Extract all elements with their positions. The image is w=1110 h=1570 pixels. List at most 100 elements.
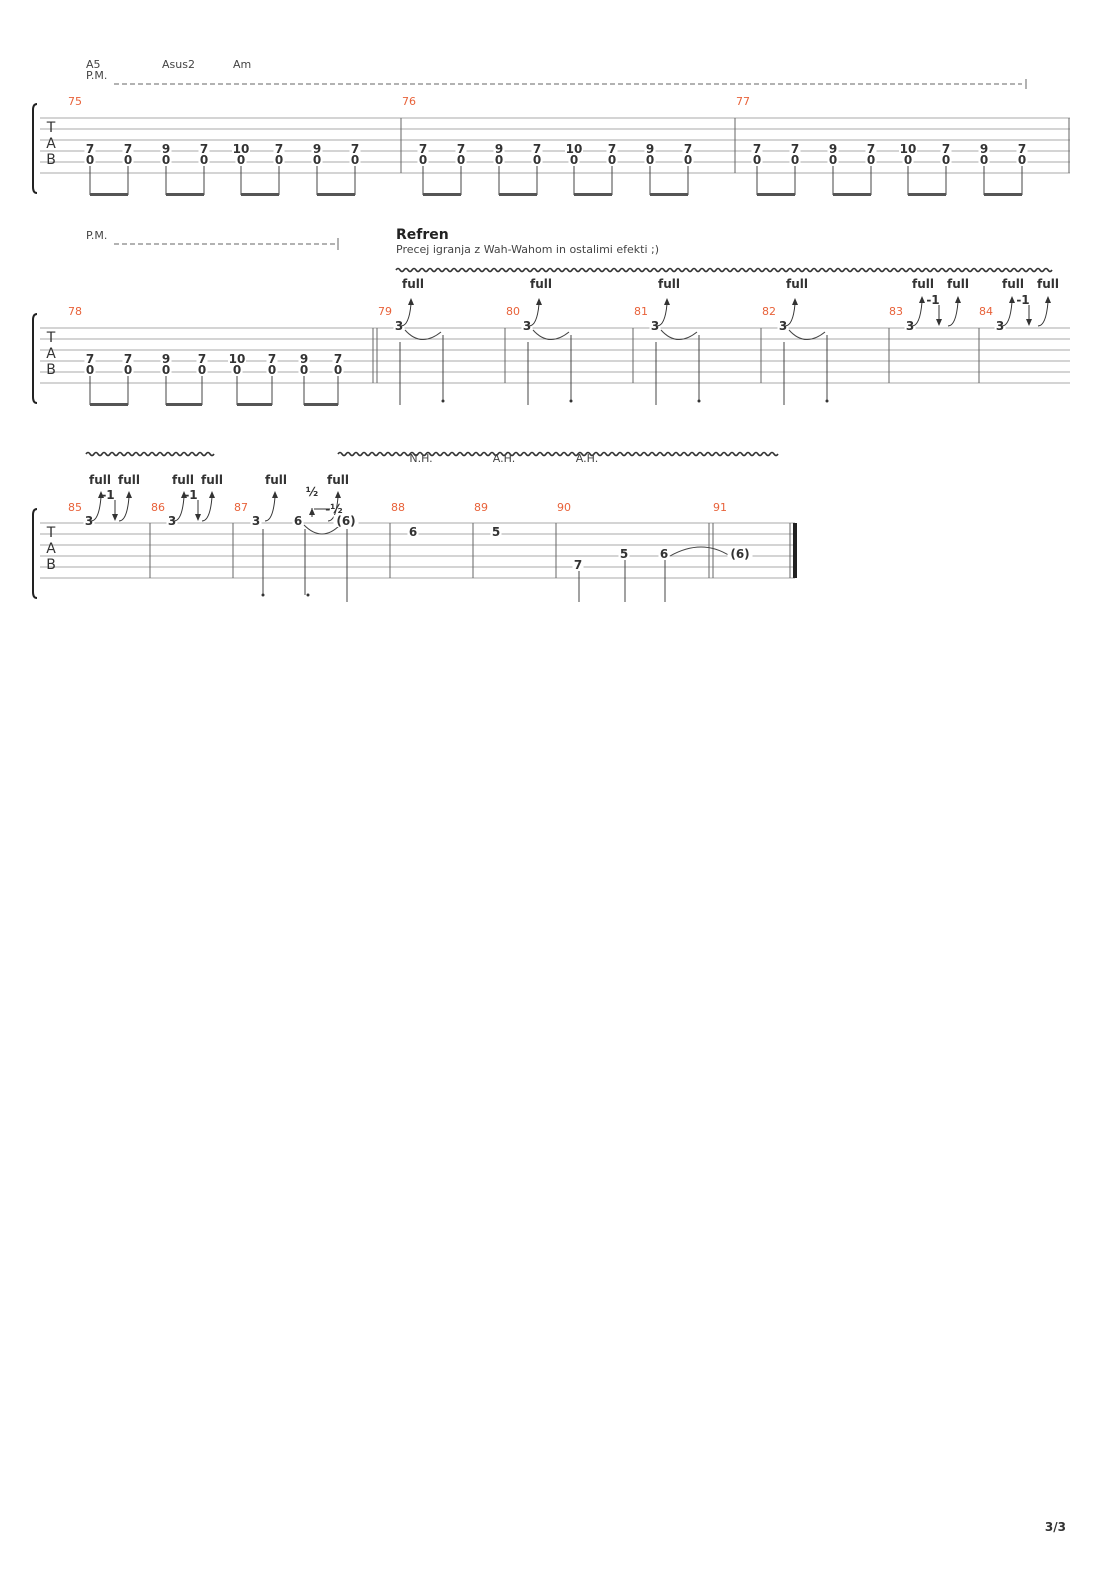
fret-number: 5: [620, 547, 628, 561]
fret-number: 9: [980, 142, 988, 156]
fret-number: 0: [570, 153, 578, 167]
fret-bg: [568, 154, 580, 166]
tab-letter-a: A: [46, 541, 56, 557]
tab-letter-b: B: [46, 557, 56, 573]
beam: [90, 193, 128, 196]
fret-number: 0: [980, 153, 988, 167]
fret-number: 7: [268, 352, 276, 366]
fret-number: 7: [1018, 142, 1026, 156]
fret-number: 0: [198, 363, 206, 377]
bend-arrow: [400, 303, 412, 327]
bend-label: full: [1002, 277, 1024, 291]
fret-number: 7: [457, 142, 465, 156]
fret-bg: [273, 154, 285, 166]
fret-number: 9: [300, 352, 308, 366]
bend-arrow: [911, 301, 923, 327]
harmonic-label: A.H.: [493, 452, 515, 465]
fret-number: 7: [419, 142, 427, 156]
fret-number: 7: [574, 558, 582, 572]
fret-number: 7: [124, 352, 132, 366]
fret-number: 9: [646, 142, 654, 156]
fret-number: 3: [523, 319, 531, 333]
release-label: -1: [184, 488, 197, 502]
fret-bg: [311, 143, 323, 155]
fret-number: 0: [608, 153, 616, 167]
fret-number: 7: [533, 142, 541, 156]
system-bracket: [32, 313, 38, 404]
fret-number: 9: [495, 142, 503, 156]
fret-number: 7: [124, 142, 132, 156]
fret-number: 7: [942, 142, 950, 156]
fret-bg: [789, 154, 801, 166]
fret-number: 7: [86, 352, 94, 366]
release-label: -1: [926, 293, 939, 307]
fret-bg: [122, 154, 134, 166]
fret-number: 7: [86, 142, 94, 156]
page-number: 3/3: [1044, 1520, 1066, 1534]
beam: [90, 403, 128, 406]
release-label: -1: [101, 488, 114, 502]
fret-bg: [292, 515, 304, 527]
bend-arrow: [1001, 301, 1013, 327]
tab-letter-t: T: [46, 330, 56, 346]
staccato-dot: [697, 399, 701, 403]
fret-bg: [727, 548, 753, 560]
bend-label: full: [786, 277, 808, 291]
fret-number: 7: [198, 352, 206, 366]
fret-bg: [865, 143, 877, 155]
bend-arrow: [264, 496, 276, 522]
arrow-head: [919, 296, 925, 303]
release-label: -½: [325, 502, 342, 516]
bend-arrow: [201, 496, 213, 522]
fret-bg: [1016, 143, 1028, 155]
fret-bg: [393, 320, 405, 332]
fret-bg: [902, 154, 914, 166]
system-bracket: [32, 508, 38, 599]
fret-number: 0: [124, 363, 132, 377]
fret-bg: [417, 154, 429, 166]
fret-bg: [333, 515, 359, 527]
tab-letter-t: T: [46, 120, 56, 136]
fret-number: 0: [791, 153, 799, 167]
arrow-head: [408, 298, 414, 305]
fret-bg: [250, 515, 262, 527]
bar-number: 87: [234, 501, 248, 514]
bend-label: full: [172, 473, 194, 487]
fret-bg: [682, 143, 694, 155]
fret-number: 0: [942, 153, 950, 167]
bend-label: full: [118, 473, 140, 487]
arrow-head: [181, 491, 187, 498]
fret-number: 9: [162, 142, 170, 156]
fret-bg: [196, 364, 208, 376]
fret-bg: [658, 548, 670, 560]
fret-number: 10: [900, 142, 917, 156]
fret-number: 7: [275, 142, 283, 156]
fret-bg: [777, 320, 789, 332]
beam: [833, 193, 871, 196]
fret-number: 7: [200, 142, 208, 156]
fret-number: 0: [162, 363, 170, 377]
fret-bg: [160, 364, 172, 376]
fret-number: 10: [566, 142, 583, 156]
fret-number: 0: [300, 363, 308, 377]
arrow-head: [272, 491, 278, 498]
fret-bg: [266, 364, 278, 376]
fret-number: 0: [753, 153, 761, 167]
harmonic-label: N.H.: [409, 452, 432, 465]
bar-number: 80: [506, 305, 520, 318]
beam: [317, 193, 355, 196]
bar-number: 81: [634, 305, 648, 318]
staccato-dot: [261, 593, 265, 597]
fret-bg: [606, 154, 618, 166]
vibrato-line: [395, 267, 1053, 273]
fret-bg: [160, 353, 172, 365]
fret-bg: [298, 353, 310, 365]
bend-arrow: [784, 303, 796, 327]
tab-letter-b: B: [46, 152, 56, 168]
beam: [908, 193, 946, 196]
fret-bg: [565, 143, 583, 155]
bar-number: 75: [68, 95, 82, 108]
fret-bg: [904, 320, 916, 332]
fret-number: 0: [334, 363, 342, 377]
fret-bg: [84, 154, 96, 166]
